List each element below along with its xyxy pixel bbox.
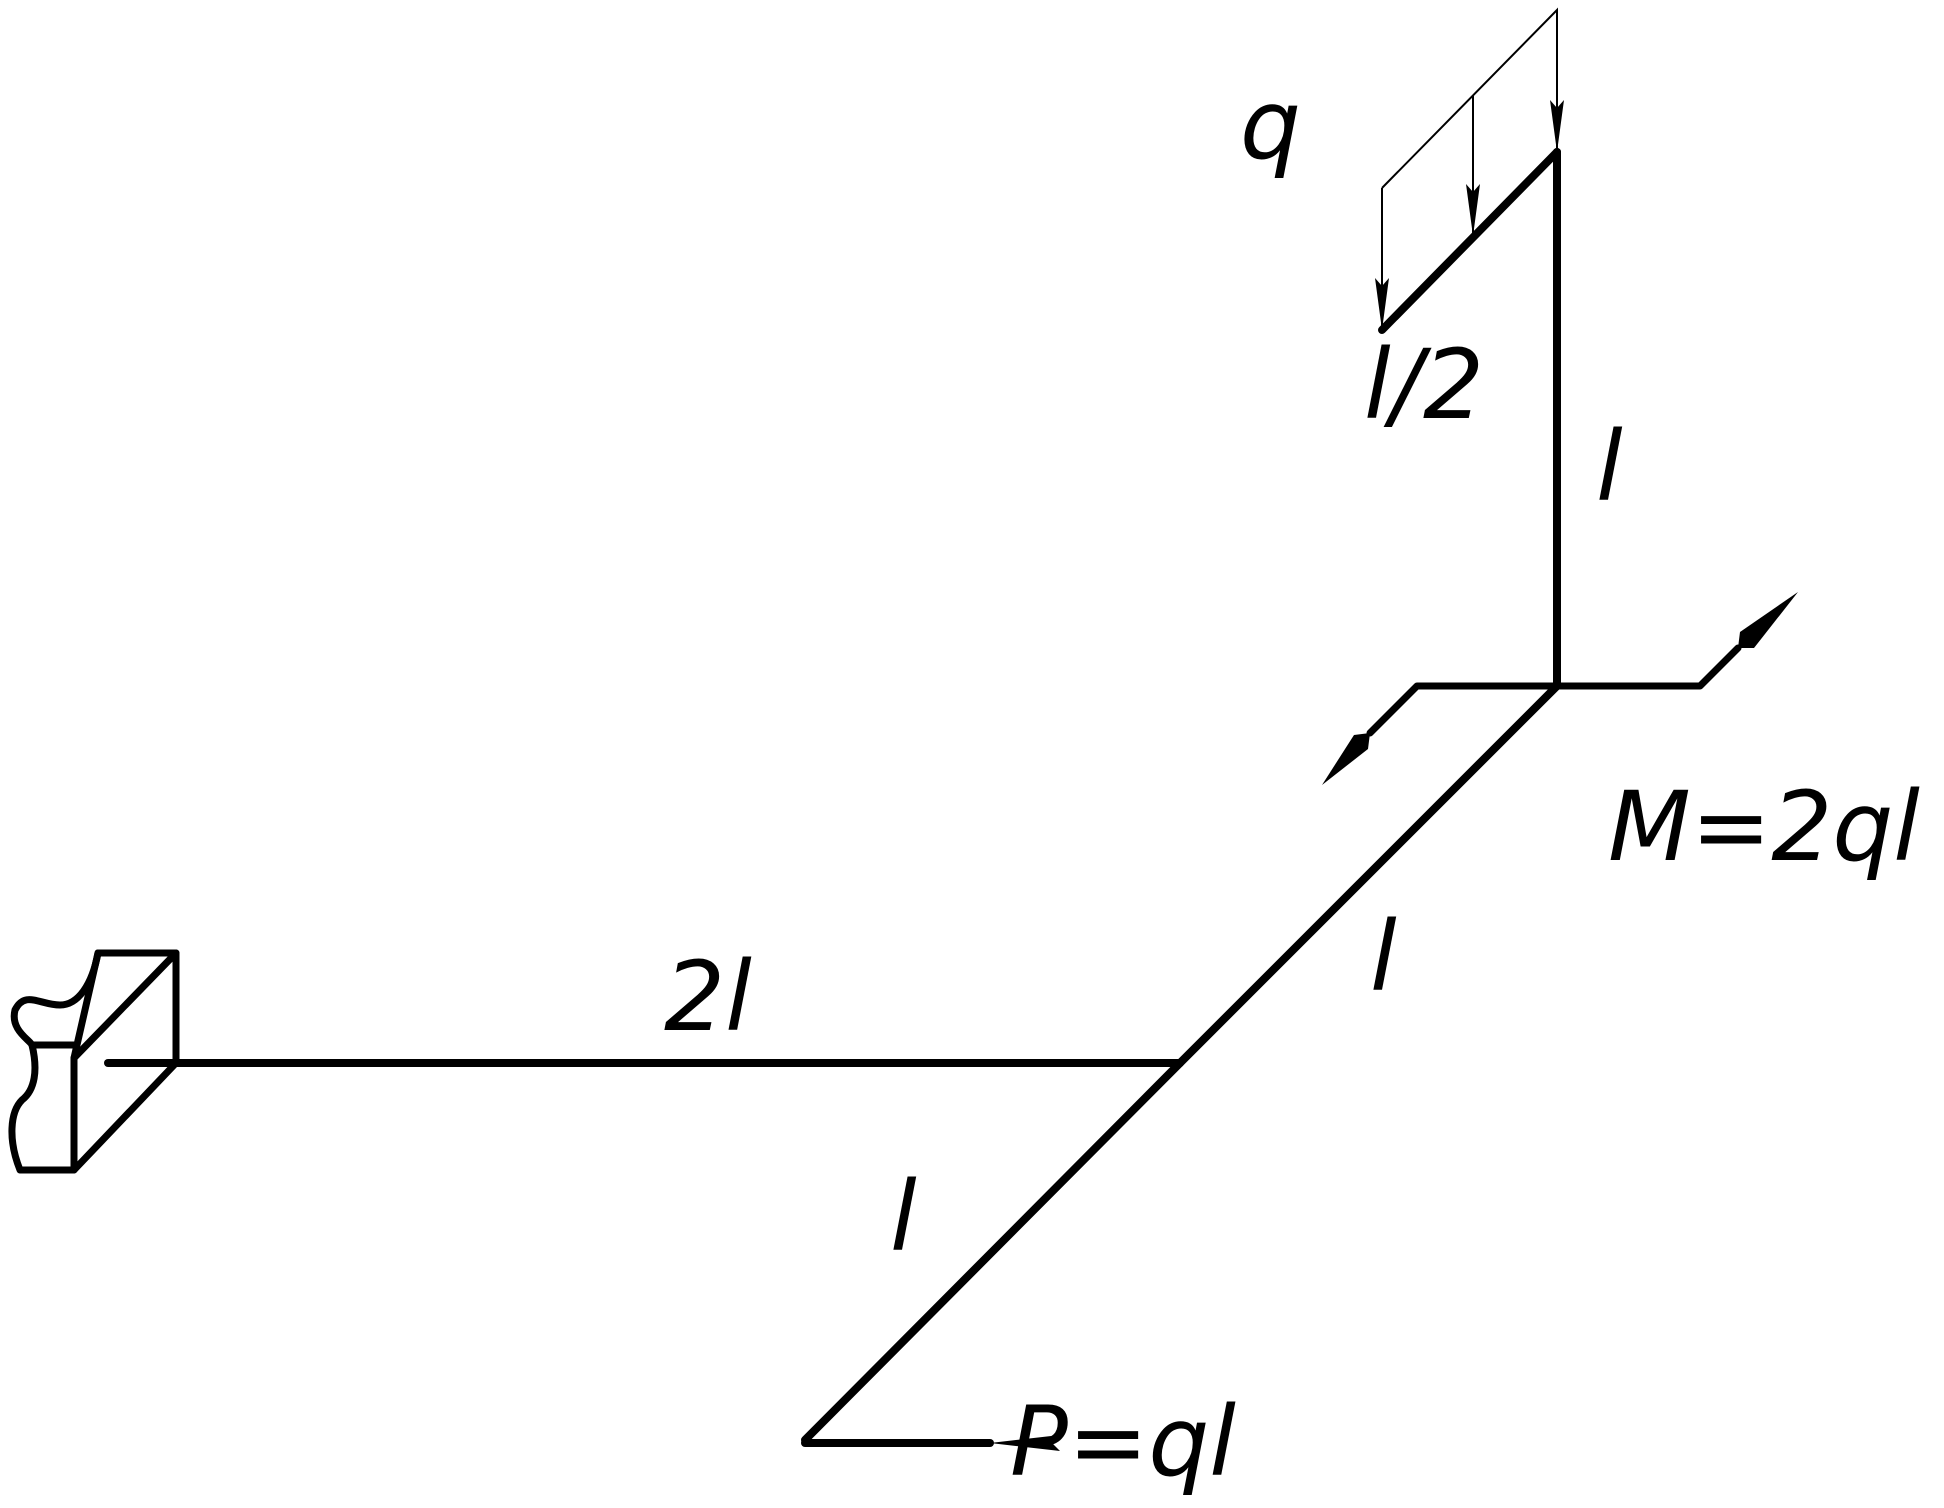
upper-diagonal-member bbox=[1176, 682, 1561, 1067]
label-q: q bbox=[1240, 69, 1301, 181]
distributed-load-icon bbox=[1375, 7, 1564, 330]
fixed-support-icon bbox=[8, 949, 180, 1174]
lower-diagonal-member bbox=[801, 1059, 1184, 1444]
label-upper-diagonal-length: l bbox=[1370, 901, 1397, 1013]
label-moment: M=2ql2 bbox=[1608, 721, 1944, 883]
label-force: P=ql bbox=[1010, 1386, 1236, 1498]
moment-arrow-right-icon bbox=[1738, 592, 1798, 648]
label-horizontal-length: 2l bbox=[664, 941, 752, 1053]
label-lower-diagonal-length: l bbox=[890, 1161, 917, 1273]
label-l-half: l/2 bbox=[1364, 329, 1484, 441]
loaded-diagonal-segment bbox=[1378, 148, 1561, 334]
label-vertical-length: l bbox=[1596, 411, 1623, 523]
moment-arrow-left-icon bbox=[1322, 733, 1370, 785]
moment-couple-icon bbox=[1366, 644, 1742, 737]
